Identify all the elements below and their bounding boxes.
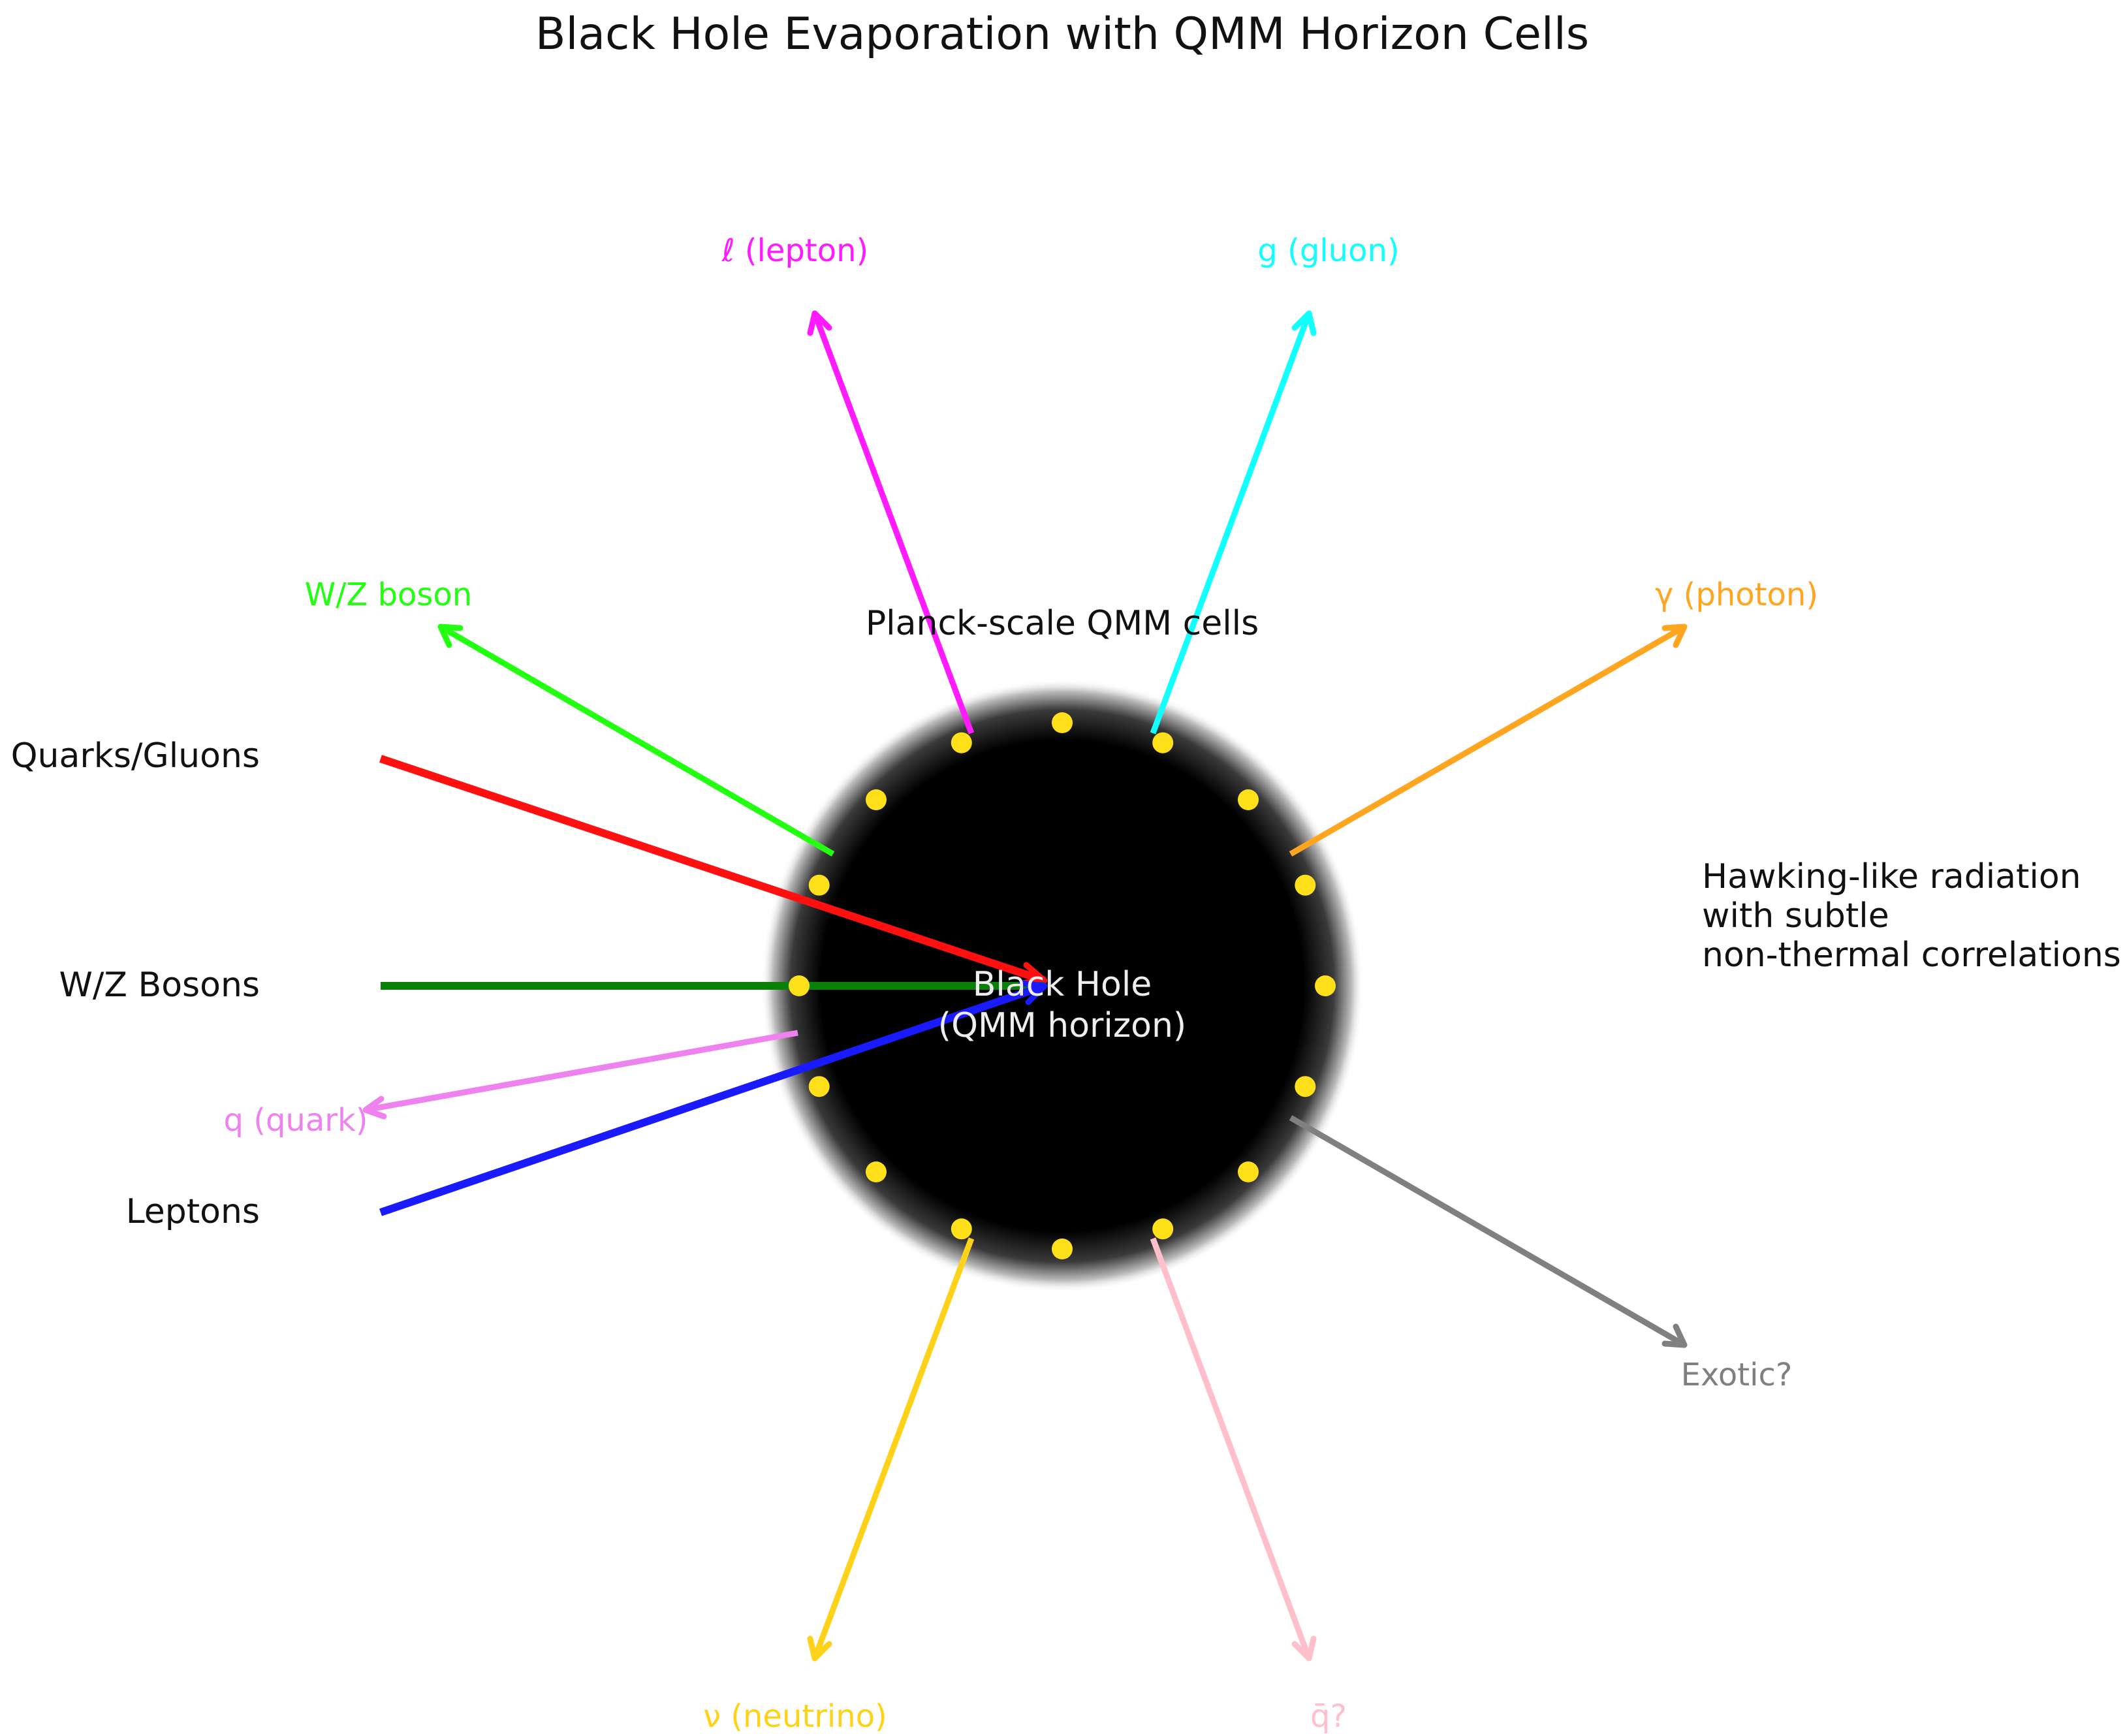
quark-label: q (quark) xyxy=(223,1102,368,1139)
gluon-arrowhead-icon xyxy=(1291,310,1317,336)
qmm-cell xyxy=(1295,1076,1316,1097)
qmm-cell xyxy=(951,732,972,753)
leptons-infall-arrow xyxy=(379,982,1046,1216)
hawking-note-line3: non-thermal correlations xyxy=(1702,936,2121,975)
lepton-emission-arrow xyxy=(811,312,975,734)
leptons-arrowhead-icon xyxy=(1018,980,1048,1005)
exotic-arrowhead-icon xyxy=(1661,1323,1688,1348)
antiquark-arrowhead-icon xyxy=(1291,1635,1317,1662)
qmm-cell xyxy=(789,975,810,996)
gluon-emission-arrow xyxy=(1150,312,1312,734)
qmm-cell xyxy=(1152,1218,1174,1240)
wz-bosons-label: W/Z Bosons xyxy=(59,966,260,1005)
leptons-label: Leptons xyxy=(126,1192,260,1231)
qmm-cell xyxy=(1295,874,1316,896)
qmm-cells-label: Planck-scale QMM cells xyxy=(866,604,1259,643)
quarks-gluons-label: Quarks/Gluons xyxy=(11,736,260,776)
qmm-cell xyxy=(1315,975,1336,996)
black-hole-core xyxy=(761,679,1364,1293)
neutrino-emission-arrow xyxy=(811,1237,975,1660)
qmm-cell xyxy=(1052,712,1073,733)
infalling-arrows xyxy=(379,755,1048,1216)
diagram-title: Black Hole Evaporation with QMM Horizon … xyxy=(535,8,1589,60)
hawking-note-line1: Hawking-like radiation xyxy=(1702,857,2081,896)
black-hole-sublabel: (QMM horizon) xyxy=(938,1006,1186,1045)
qmm-cell xyxy=(866,789,887,810)
wz-boson-arrowhead-icon xyxy=(437,623,464,648)
wz-boson-emission-arrow xyxy=(439,624,835,857)
qmm-cell xyxy=(808,1076,830,1097)
quark-emission-arrow xyxy=(365,1030,798,1113)
antiquark-label: q̄? xyxy=(1310,1698,1347,1735)
qmm-cell xyxy=(1152,732,1174,753)
exotic-label: Exotic? xyxy=(1681,1357,1793,1393)
lepton-label: ℓ (lepton) xyxy=(721,232,868,269)
neutrino-label: ν (neutrino) xyxy=(703,1698,887,1735)
qmm-cell xyxy=(951,1218,972,1240)
qmm-horizon-cells xyxy=(789,712,1336,1259)
photon-label: γ (photon) xyxy=(1655,576,1818,613)
qmm-cell xyxy=(866,1161,887,1182)
photon-arrowhead-icon xyxy=(1661,623,1688,648)
qmm-cell xyxy=(1052,1239,1073,1259)
exotic-emission-arrow xyxy=(1289,1115,1686,1348)
antiquark-emission-arrow xyxy=(1150,1237,1312,1660)
neutrino-arrowhead-icon xyxy=(807,1635,832,1662)
quark-arrowhead-icon xyxy=(362,1096,387,1120)
gluon-label: g (gluon) xyxy=(1257,232,1399,269)
black-hole-label: Black Hole xyxy=(973,965,1152,1004)
quarks-gluons-infall-arrow xyxy=(379,755,1046,985)
hawking-note-line2: with subtle xyxy=(1702,896,1889,936)
lepton-arrowhead-icon xyxy=(807,310,832,336)
photon-emission-arrow xyxy=(1289,624,1686,857)
emitted-arrows xyxy=(362,310,1688,1662)
qmm-cell xyxy=(1238,1161,1259,1182)
wz-boson-label: W/Z boson xyxy=(305,576,472,613)
qmm-cell xyxy=(1238,789,1259,810)
qmm-cell xyxy=(808,874,830,896)
